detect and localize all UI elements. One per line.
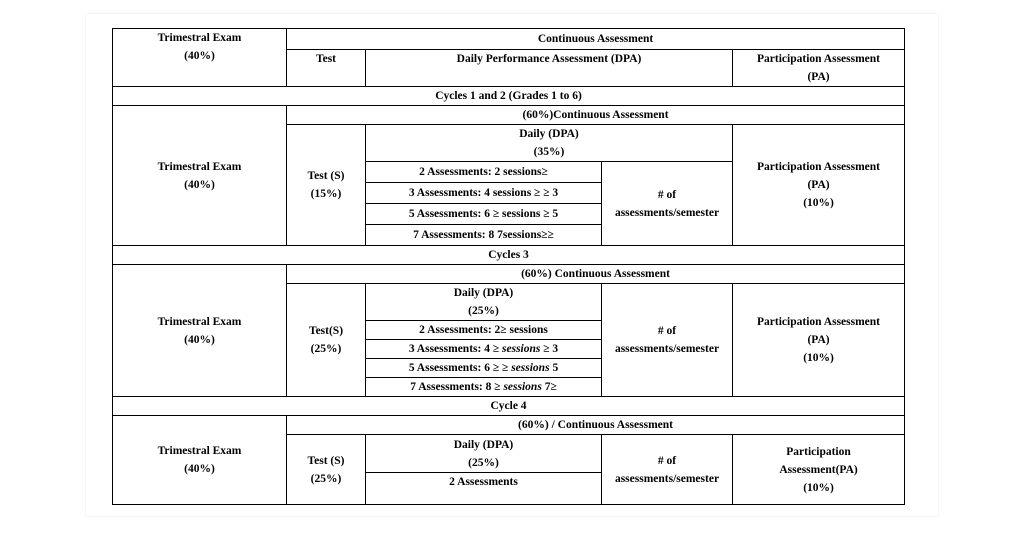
section1-assessment-2: 3 Assessments: 4 sessions ≥ ≥ 3 — [365, 182, 602, 204]
section2-pa-cell: Participation Assessment (PA) (10%) — [731, 283, 906, 397]
section2-assessment-2-a: 3 Assessments: 4 ≥ — [408, 343, 503, 355]
section2-assessment-4-a: 7 Assessments: 8 ≥ — [410, 381, 504, 393]
section2-trimestral-pct: (40%) — [184, 333, 215, 346]
assessment-table: Trimestral Exam (40%) Continuous Assessm… — [111, 28, 906, 505]
section1-test-cell: Test (S) (15%) — [286, 124, 366, 246]
section2-daily-label: Daily (DPA) — [453, 287, 514, 299]
section2-continuous-row: Trimestral Exam (40%) (60%) Continuous A… — [112, 264, 906, 397]
section2-assessment-2-c: ≥ 3 — [540, 343, 559, 355]
header-continuous-cell: Continuous Assessment — [285, 28, 906, 50]
section3-daily-cell: Daily (DPA) (25%) — [365, 434, 602, 473]
section1-count-label: # of — [657, 188, 677, 201]
section1-pa-pct: (10%) — [803, 197, 834, 209]
section1-trimestral-cell: Trimestral Exam (40%) — [112, 105, 287, 246]
section1-count-unit: assessments/semester — [614, 206, 720, 219]
section2-assessment-3: 5 Assessments: 6 ≥ ≥ sessions 5 — [365, 358, 602, 378]
section2-trimestral-label: Trimestral Exam — [157, 315, 242, 328]
header-pa-abbr: (PA) — [807, 71, 830, 83]
section3-test-cell: Test (S) (25%) — [286, 434, 366, 505]
section2-trimestral-cell: Trimestral Exam (40%) — [112, 264, 287, 397]
section1-continuous-row: Trimestral Exam (40%) (60%)Continuous As… — [112, 105, 906, 246]
section1-pa-label: Participation Assessment — [757, 161, 881, 173]
section1-continuous: (60%)Continuous Assessment — [285, 105, 906, 125]
section1-pa-cell: Participation Assessment (PA) (10%) — [731, 124, 906, 246]
section2-count-label: # of — [657, 325, 677, 337]
section2-count-unit: assessments/semester — [614, 343, 720, 355]
section1-daily-label: Daily (DPA) — [519, 128, 579, 140]
header-row: Trimestral Exam (40%) Continuous Assessm… — [112, 28, 906, 87]
section3-test-label: Test (S) — [307, 454, 345, 467]
header-trimestral-label: Trimestral Exam — [157, 32, 242, 44]
section2-title: Cycles 3 — [111, 245, 906, 265]
section2-assessment-4-c: 7≥ — [541, 381, 557, 393]
section3-title: Cycle 4 — [111, 396, 906, 416]
section1-title: Cycles 1 and 2 (Grades 1 to 6) — [111, 86, 906, 106]
section3-continuous: (60%) / Continuous Assessment — [285, 415, 906, 435]
section3-count-unit: assessments/semester — [614, 472, 720, 485]
section1-test-label: Test (S) — [307, 170, 345, 182]
section3-daily-label: Daily (DPA) — [453, 438, 514, 451]
section1-count-cell: # of assessments/semester — [601, 161, 733, 246]
header-subrow: Test Daily Performance Assessment (DPA) … — [113, 49, 906, 87]
section2-assessment-4: 7 Assessments: 8 ≥ sessions 7≥ — [365, 377, 602, 397]
section2-test-label: Test(S) — [308, 325, 344, 337]
section1-test-pct: (15%) — [310, 188, 342, 200]
section1-assessment-1: 2 Assessments: 2 sessions≥ — [365, 161, 602, 183]
section2-pa-label: Participation Assessment — [757, 316, 881, 328]
section2-assessment-2: 3 Assessments: 4 ≥ sessions ≥ 3 — [365, 339, 602, 359]
section1-trimestral-label: Trimestral Exam — [157, 160, 242, 173]
section2-row-4: 7 Assessments: 8 ≥ sessions 7≥ — [113, 377, 905, 397]
section3-trimestral-cell: Trimestral Exam (40%) — [112, 415, 287, 505]
section3-test-pct: (25%) — [310, 472, 342, 485]
section2-test-pct: (25%) — [310, 343, 342, 355]
section2-title-row: Cycles 3 — [111, 245, 906, 265]
section1-row-3: 5 Assessments: 6 ≥ sessions ≥ 5 — [113, 203, 905, 225]
section2-daily-pct: (25%) — [468, 305, 499, 317]
section2-assessment-2-b: sessions — [502, 343, 541, 355]
section3-trimestral-pct: (40%) — [184, 463, 215, 475]
section1-row-1: 2 Assessments: 2 sessions≥ # of assessme… — [113, 161, 905, 246]
section2-test-cell: Test(S) (25%) — [286, 283, 366, 397]
section3-pa-pct: (10%) — [803, 481, 834, 494]
section3-count-cell: # of assessments/semester — [601, 434, 733, 505]
section3-pa-label-2: Assessment(PA) — [779, 463, 858, 476]
section2-continuous: (60%) Continuous Assessment — [285, 264, 906, 284]
section1-daily-cell: Daily (DPA) (35%) — [365, 124, 733, 162]
header-dpa-cell: Daily Performance Assessment (DPA) — [365, 49, 733, 87]
section3-row-1: 2 Assessments — [113, 472, 905, 505]
section3-title-row: Cycle 4 — [111, 396, 906, 416]
section1-pa-abbr: (PA) — [807, 179, 830, 191]
section3-count-label: # of — [657, 454, 677, 467]
section2-assessment-3-a: 5 Assessments: 6 ≥ ≥ — [408, 362, 512, 374]
section1-trimestral-pct: (40%) — [184, 178, 215, 191]
section2-assessment-3-b: sessions — [511, 362, 550, 374]
section3-daily-row: Test (S) (25%) Daily (DPA) (25%) # of as… — [113, 434, 906, 505]
section2-assessment-1: 2 Assessments: 2≥ sessions — [365, 320, 602, 340]
header-pa-label: Participation Assessment — [757, 53, 881, 65]
section3-continuous-row: Trimestral Exam (40%) (60%) / Continuous… — [112, 415, 906, 505]
header-trimestral-pct: (40%) — [184, 50, 215, 62]
section1-row-4: 7 Assessments: 8 7sessions≥≥ — [113, 224, 905, 246]
section2-assessment-4-b: sessions — [503, 381, 542, 393]
header-trimestral-cell: Trimestral Exam (40%) — [112, 28, 287, 87]
section1-assessment-3: 5 Assessments: 6 ≥ sessions ≥ 5 — [365, 203, 602, 225]
section3-pa-label: Participation — [786, 445, 851, 458]
section2-pa-abbr: (PA) — [807, 334, 830, 346]
section2-assessment-3-c: 5 — [549, 362, 559, 374]
section3-assessment-1: 2 Assessments — [365, 472, 602, 505]
section3-trimestral-label: Trimestral Exam — [157, 445, 242, 457]
section2-pa-pct: (10%) — [803, 352, 834, 364]
section1-daily-pct: (35%) — [533, 146, 565, 158]
section2-daily-cell: Daily (DPA) (25%) — [365, 283, 602, 321]
section3-pa-cell: Participation Assessment(PA) (10%) — [731, 434, 906, 505]
section1-assessment-4: 7 Assessments: 8 7sessions≥≥ — [365, 224, 602, 246]
section2-row-2: 3 Assessments: 4 ≥ sessions ≥ 3 — [113, 339, 905, 359]
header-pa-cell: Participation Assessment (PA) — [731, 49, 906, 87]
header-test-cell: Test — [286, 49, 366, 87]
section3-daily-pct: (25%) — [468, 456, 499, 469]
section1-title-row: Cycles 1 and 2 (Grades 1 to 6) — [111, 86, 906, 106]
section2-count-cell: # of assessments/semester — [601, 283, 733, 397]
